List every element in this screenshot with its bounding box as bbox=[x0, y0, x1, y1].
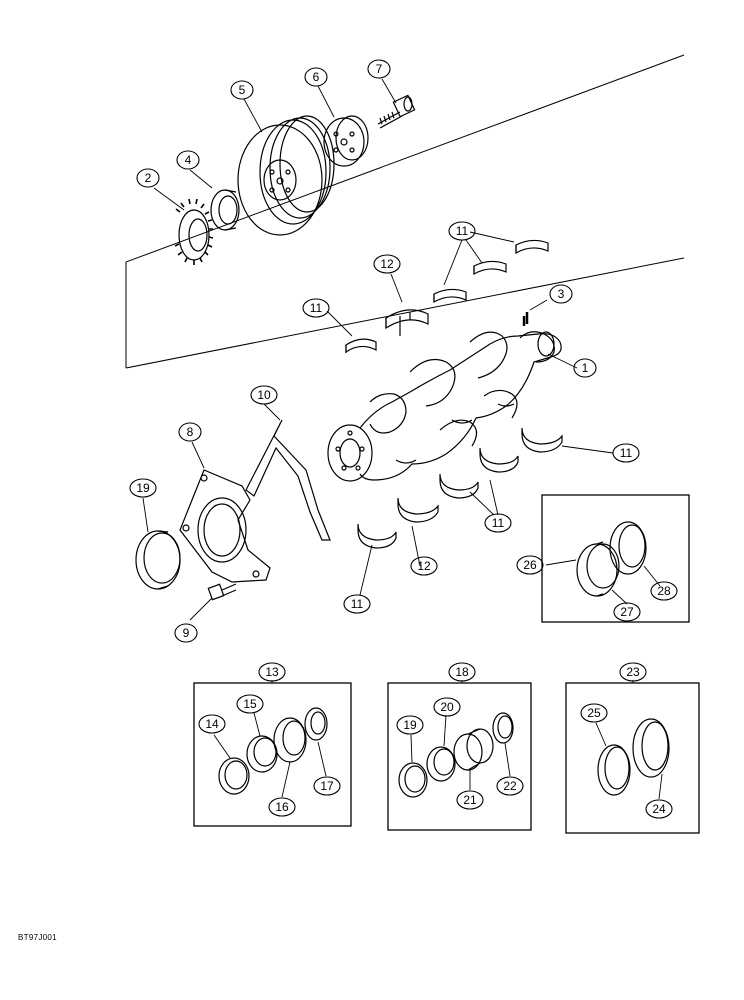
callout-24: 24 bbox=[652, 802, 666, 816]
damper-hub bbox=[323, 115, 369, 167]
spacer-ring bbox=[210, 189, 240, 231]
kit-box-18 bbox=[387, 680, 532, 831]
callout-10: 10 bbox=[257, 388, 271, 402]
callout-9: 9 bbox=[183, 626, 190, 640]
callout-22: 22 bbox=[503, 779, 517, 793]
crankshaft-pulley bbox=[237, 115, 335, 236]
housing-bolt bbox=[207, 583, 237, 601]
callout-5: 5 bbox=[239, 83, 246, 97]
callout-3: 3 bbox=[558, 287, 565, 301]
callout-11: 11 bbox=[492, 516, 505, 530]
callout-19: 19 bbox=[403, 718, 417, 732]
callout-14: 14 bbox=[205, 717, 219, 731]
callout-15: 15 bbox=[243, 697, 257, 711]
callout-18: 18 bbox=[455, 665, 469, 679]
callout-23: 23 bbox=[626, 665, 640, 679]
callout-2: 2 bbox=[145, 171, 152, 185]
callout-11: 11 bbox=[351, 597, 364, 611]
callout-28: 28 bbox=[657, 584, 671, 598]
callout-12: 12 bbox=[417, 559, 431, 573]
figure-code: BT97J001 bbox=[18, 933, 57, 942]
pulley-bolt bbox=[377, 94, 416, 129]
callout-13: 13 bbox=[265, 665, 279, 679]
rear-seal-housing bbox=[179, 469, 271, 583]
crankshaft bbox=[327, 331, 562, 482]
callout-21: 21 bbox=[463, 793, 477, 807]
rear-oil-seal bbox=[135, 530, 181, 590]
callout-leaders bbox=[142, 78, 614, 621]
callout-17: 17 bbox=[320, 779, 334, 793]
callout-25: 25 bbox=[587, 706, 601, 720]
callout-26: 26 bbox=[523, 558, 537, 572]
main-bearing-shells-lower bbox=[357, 427, 563, 549]
callout-16: 16 bbox=[275, 800, 289, 814]
kit-box-26 bbox=[541, 494, 690, 623]
rear-cover-gasket bbox=[245, 419, 331, 541]
front-group-outline bbox=[125, 54, 685, 369]
callout-6: 6 bbox=[313, 70, 320, 84]
callout-11: 11 bbox=[456, 224, 469, 238]
crankshaft-gear bbox=[174, 198, 214, 265]
callout-11: 11 bbox=[620, 446, 633, 460]
kit-box-23 bbox=[565, 680, 700, 834]
callout-1: 1 bbox=[582, 361, 589, 375]
callout-20: 20 bbox=[440, 700, 454, 714]
callout-labels: 1 2 3 4 5 6 7 8 9 10 11 11 11 11 11 12 1… bbox=[136, 62, 671, 816]
callout-7: 7 bbox=[376, 62, 383, 76]
main-bearing-shells-upper bbox=[345, 239, 549, 354]
callout-27: 27 bbox=[620, 605, 634, 619]
kit-box-13 bbox=[193, 680, 352, 827]
callout-4: 4 bbox=[185, 153, 192, 167]
callout-11: 11 bbox=[310, 301, 323, 315]
callout-8: 8 bbox=[187, 425, 194, 439]
callout-19: 19 bbox=[136, 481, 150, 495]
callout-12: 12 bbox=[380, 257, 394, 271]
callout-circles bbox=[129, 59, 678, 819]
